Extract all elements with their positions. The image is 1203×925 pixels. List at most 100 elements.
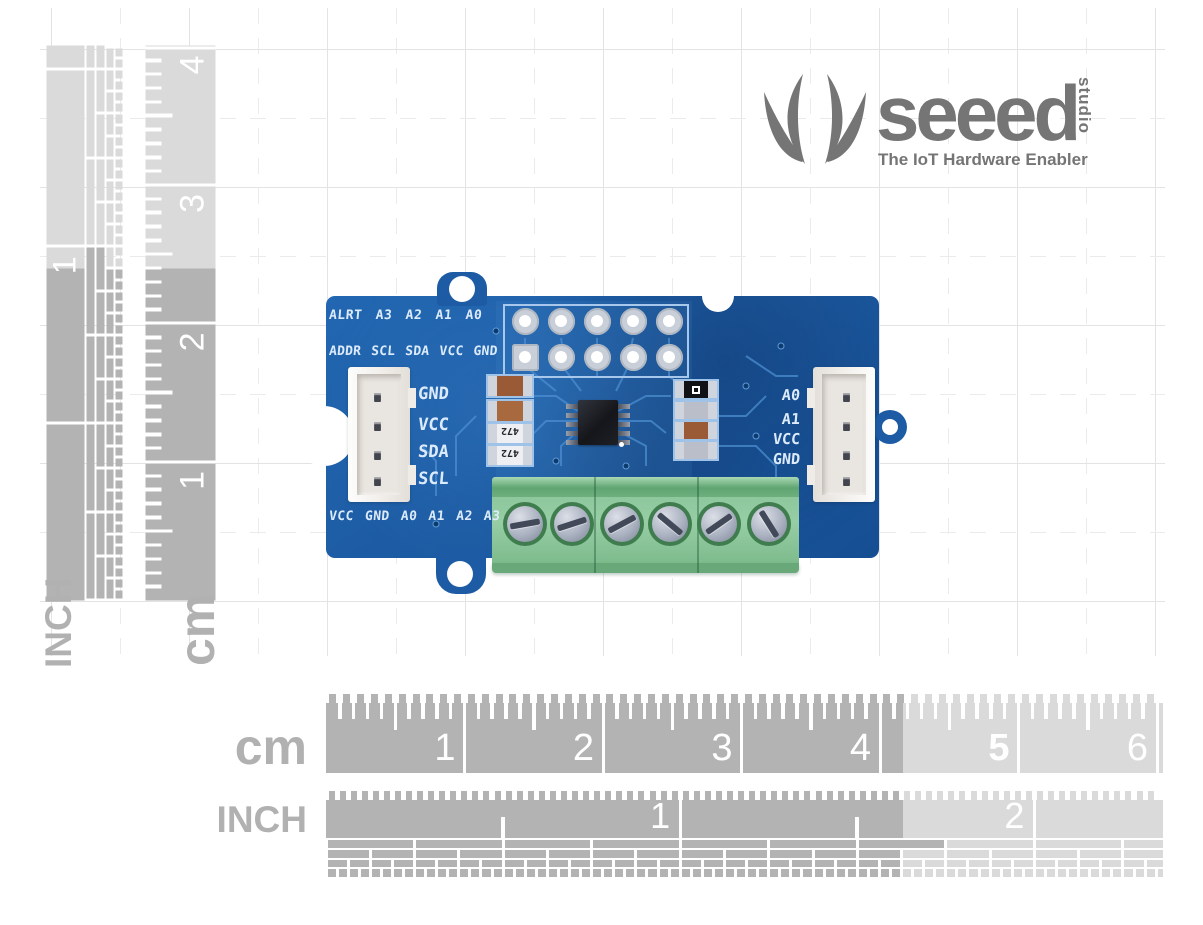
smd-cap — [675, 442, 684, 459]
connector-pin — [374, 393, 381, 402]
ruler-fraction-segment — [86, 335, 94, 422]
ruler-castellation-tick — [682, 791, 689, 800]
ruler-castellation-tick — [592, 694, 600, 703]
ruler-number: 1 — [46, 255, 82, 274]
ruler-fraction-segment — [115, 81, 122, 90]
ruler-fraction-segment — [637, 850, 679, 858]
ruler-mm-tick — [504, 703, 508, 719]
ruler-fraction-segment — [947, 869, 956, 877]
ruler-half-inch-tick — [855, 817, 860, 838]
brand-tagline: The IoT Hardware Enabler — [878, 150, 1088, 169]
ruler-fraction-segment — [96, 247, 104, 289]
connector-pins — [805, 367, 875, 502]
ruler-fraction-segment — [115, 169, 122, 178]
header-pad-hole — [519, 315, 531, 327]
ruler-fraction-segment — [96, 335, 104, 378]
ruler-castellation-tick — [467, 694, 475, 703]
ruler-mm-tick — [1030, 703, 1035, 719]
ruler-fraction-segment — [1080, 869, 1089, 877]
ruler-castellation-tick — [981, 791, 988, 800]
ruler-castellation-tick — [343, 694, 351, 703]
ruler-fraction-segment — [460, 860, 480, 867]
chip-pin — [618, 422, 630, 427]
ruler-fraction-segment — [115, 479, 122, 488]
ruler-mm-tick — [145, 141, 161, 145]
ruler-castellation-tick — [583, 791, 590, 800]
grid-line-v — [1017, 8, 1018, 656]
ruler-castellation-tick — [538, 791, 545, 800]
ruler-mm-tick — [1086, 703, 1090, 730]
ruler-fraction-segment — [106, 180, 113, 201]
ruler-fraction-segment — [1035, 840, 1122, 848]
inch-label-horizontal: INCH — [216, 799, 307, 840]
ruler-mm-tick — [145, 85, 161, 90]
silk-right-pin-label: GND — [772, 450, 801, 468]
ruler-fraction-segment — [427, 869, 436, 877]
ruler-mm-tick — [905, 703, 910, 719]
ruler-castellation-tick — [394, 791, 401, 800]
ruler-castellation-tick — [915, 791, 922, 800]
ruler-fraction-segment — [526, 860, 546, 867]
ruler-mm-tick — [1141, 703, 1145, 719]
ruler-castellation-tick — [786, 694, 794, 703]
ruler-fraction-segment — [106, 402, 113, 422]
ruler-castellation-tick — [417, 791, 424, 800]
grid-line-h — [40, 187, 1165, 188]
ruler-fraction-segment — [482, 860, 502, 867]
ruler-fraction-segment — [438, 860, 458, 867]
ruler-fraction-segment — [416, 860, 436, 867]
ruler-mm-tick — [545, 703, 550, 719]
ruler-fraction-segment — [106, 158, 113, 178]
grid-line-v-dashed — [258, 8, 259, 656]
ruler-number: 1 — [173, 470, 211, 490]
ruler-fraction-segment — [382, 869, 391, 877]
ruler-fraction-segment — [115, 346, 122, 355]
ruler-fraction-segment — [393, 869, 402, 877]
ruler-castellation-tick — [350, 791, 357, 800]
ruler-fraction-segment — [969, 860, 989, 867]
ruler-fraction-segment — [1058, 869, 1067, 877]
ruler-castellation-tick — [731, 694, 739, 703]
ruler-mm-tick — [656, 703, 661, 719]
ruler-castellation-tick — [772, 694, 780, 703]
ruler-mm-tick — [407, 703, 411, 719]
ruler-cm-separator — [463, 703, 466, 773]
header-pad — [511, 307, 539, 335]
ruler-castellation-tick — [406, 791, 413, 800]
ruler-fraction-segment — [504, 840, 591, 848]
ruler-fraction-segment — [115, 158, 122, 167]
ruler-fraction-segment — [659, 869, 668, 877]
ruler-fraction-segment — [96, 424, 104, 466]
ruler-cm-separator — [601, 703, 605, 773]
smd-cap — [675, 422, 684, 439]
ruler-castellation-tick — [671, 791, 678, 800]
ruler-fraction-segment — [115, 147, 122, 156]
ruler-castellation-tick — [859, 791, 866, 800]
ruler-fraction-segment — [106, 380, 113, 400]
ruler-mm-tick — [145, 168, 161, 173]
ruler-mm-tick — [145, 279, 161, 284]
smd-resistor — [673, 400, 719, 421]
ruler-castellation-tick — [572, 791, 579, 800]
ruler-mm-tick — [145, 307, 161, 311]
header-pad-hole — [519, 351, 531, 363]
ruler-fraction-segment — [504, 869, 513, 877]
ruler-number: 3 — [173, 193, 211, 213]
ruler-castellation-tick — [594, 791, 601, 800]
grove-connector-left — [348, 367, 418, 502]
ruler-fraction-segment — [460, 850, 502, 858]
ruler-fraction-segment — [1058, 860, 1078, 867]
smd-cap — [675, 402, 684, 419]
ruler-band — [326, 800, 1163, 838]
screw-terminal-block — [492, 477, 799, 573]
ruler-fraction-segment — [115, 258, 122, 267]
ruler-mm-tick — [145, 210, 161, 214]
ruler-fraction-segment — [115, 203, 122, 212]
ruler-fraction-segment — [86, 512, 94, 599]
header-pad-hole — [591, 351, 603, 363]
ruler-fraction-segment — [958, 869, 967, 877]
ruler-castellation-tick — [793, 791, 800, 800]
